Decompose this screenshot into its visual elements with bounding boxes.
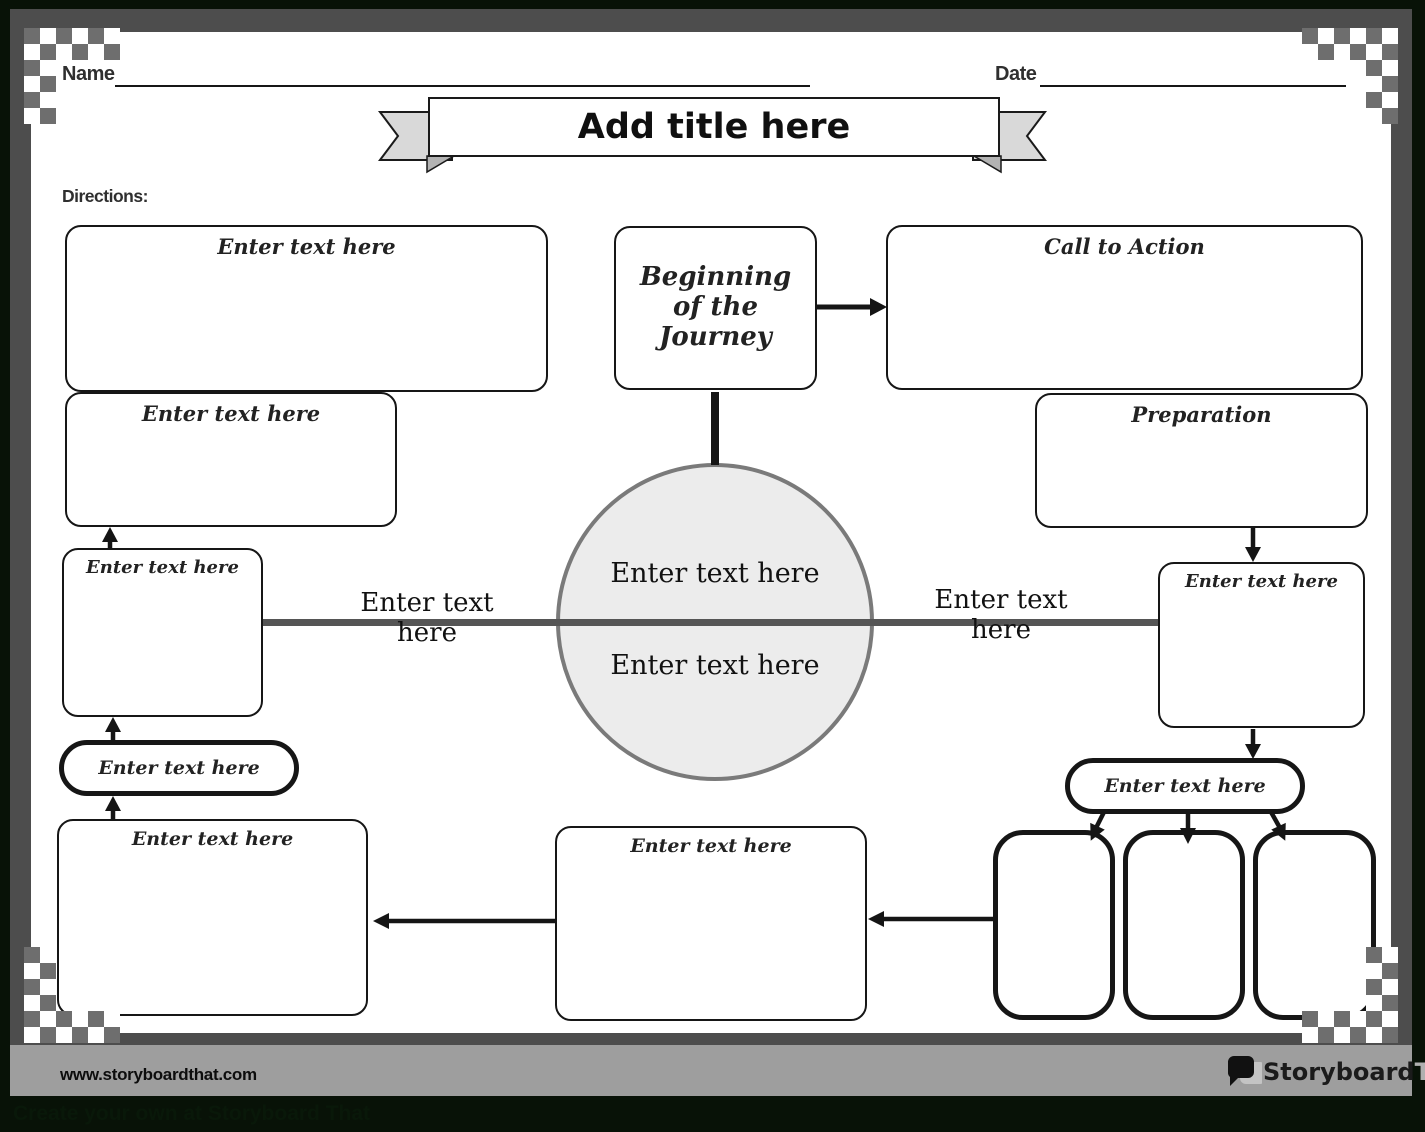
arrow-preparation-to-mid-right (1245, 528, 1261, 562)
checker-bottom-left-vertical (24, 947, 56, 1043)
box-mid-right[interactable]: Enter text here (1158, 562, 1365, 728)
checker-top-right-vertical (1366, 28, 1398, 124)
arrow-pill-right-to-outcome-1 (1090, 810, 1107, 841)
directions-label: Directions: (62, 186, 148, 206)
logo-storyboard-text: Storyboard (1263, 1058, 1415, 1086)
checker-bottom-right-vertical (1366, 947, 1398, 1043)
title-banner[interactable]: Add title here (428, 97, 1000, 157)
arrow-beginning-to-call-to-action (817, 298, 887, 316)
name-label: Name (62, 63, 115, 85)
date-input-line[interactable] (1040, 60, 1346, 87)
box-beginning-label[interactable]: Beginning of the Journey (639, 262, 792, 352)
arrow-mid-right-to-pill-right (1245, 729, 1261, 759)
create-your-own-watermark: Create your own at Storyboard That (13, 1102, 371, 1125)
box-call-to-action[interactable]: Call to Action (886, 225, 1363, 390)
divider-line (263, 619, 1158, 626)
circle-top-text[interactable]: Enter text here (610, 558, 820, 589)
box-mid-left[interactable]: Enter text here (62, 548, 263, 717)
box-bottom-center-label[interactable]: Enter text here (630, 835, 792, 857)
box-preparation-label[interactable]: Preparation (1131, 402, 1272, 427)
box-bottom-center[interactable]: Enter text here (555, 826, 867, 1021)
arrow-pill-right-to-outcome-2 (1180, 812, 1196, 844)
footer-bar (10, 1045, 1412, 1096)
circle-bottom-text[interactable]: Enter text here (610, 650, 820, 681)
box-top-left-small[interactable]: Enter text here (65, 392, 397, 527)
box-top-left-small-label[interactable]: Enter text here (141, 401, 321, 426)
pill-left-label[interactable]: Enter text here (98, 757, 260, 779)
line-label-right[interactable]: Enter text here (934, 585, 1068, 645)
box-top-left-large[interactable]: Enter text here (65, 225, 548, 392)
checker-top-left-vertical (24, 28, 56, 124)
arrow-mid-left-to-top-left-small (102, 527, 118, 548)
box-top-left-large-label[interactable]: Enter text here (217, 234, 396, 259)
date-label: Date (995, 63, 1037, 85)
box-mid-left-label[interactable]: Enter text here (86, 557, 239, 578)
arrow-pill-right-to-outcome-3 (1269, 810, 1286, 841)
box-mid-right-label[interactable]: Enter text here (1185, 571, 1338, 592)
box-bottom-left-label[interactable]: Enter text here (131, 828, 294, 850)
arrow-bottom-left-to-pill-left (105, 796, 121, 819)
arrow-bottom-center-to-bottom-left (373, 913, 555, 929)
arrow-pill-left-to-mid-left (105, 717, 121, 740)
outcome-box-3[interactable] (1253, 830, 1376, 1020)
outcome-box-2[interactable] (1123, 830, 1245, 1020)
pill-right[interactable]: Enter text here (1065, 758, 1305, 814)
box-preparation[interactable]: Preparation (1035, 393, 1368, 528)
logo-that-text: That (1414, 1058, 1425, 1086)
pill-right-label[interactable]: Enter text here (1104, 775, 1266, 797)
box-call-to-action-label[interactable]: Call to Action (1044, 234, 1205, 259)
line-label-left[interactable]: Enter text here (360, 588, 494, 648)
outcome-box-1[interactable] (993, 830, 1115, 1020)
box-bottom-left[interactable]: Enter text here (57, 819, 368, 1016)
box-beginning-of-journey[interactable]: Beginning of the Journey (614, 226, 817, 390)
arrow-outcome-to-bottom-center (868, 911, 993, 927)
storyboardthat-logo-icon[interactable] (1226, 1054, 1262, 1088)
pill-left[interactable]: Enter text here (59, 740, 299, 796)
footer-url[interactable]: www.storyboardthat.com (60, 1065, 257, 1084)
page-title[interactable]: Add title here (577, 107, 851, 147)
name-input-line[interactable] (115, 60, 810, 87)
